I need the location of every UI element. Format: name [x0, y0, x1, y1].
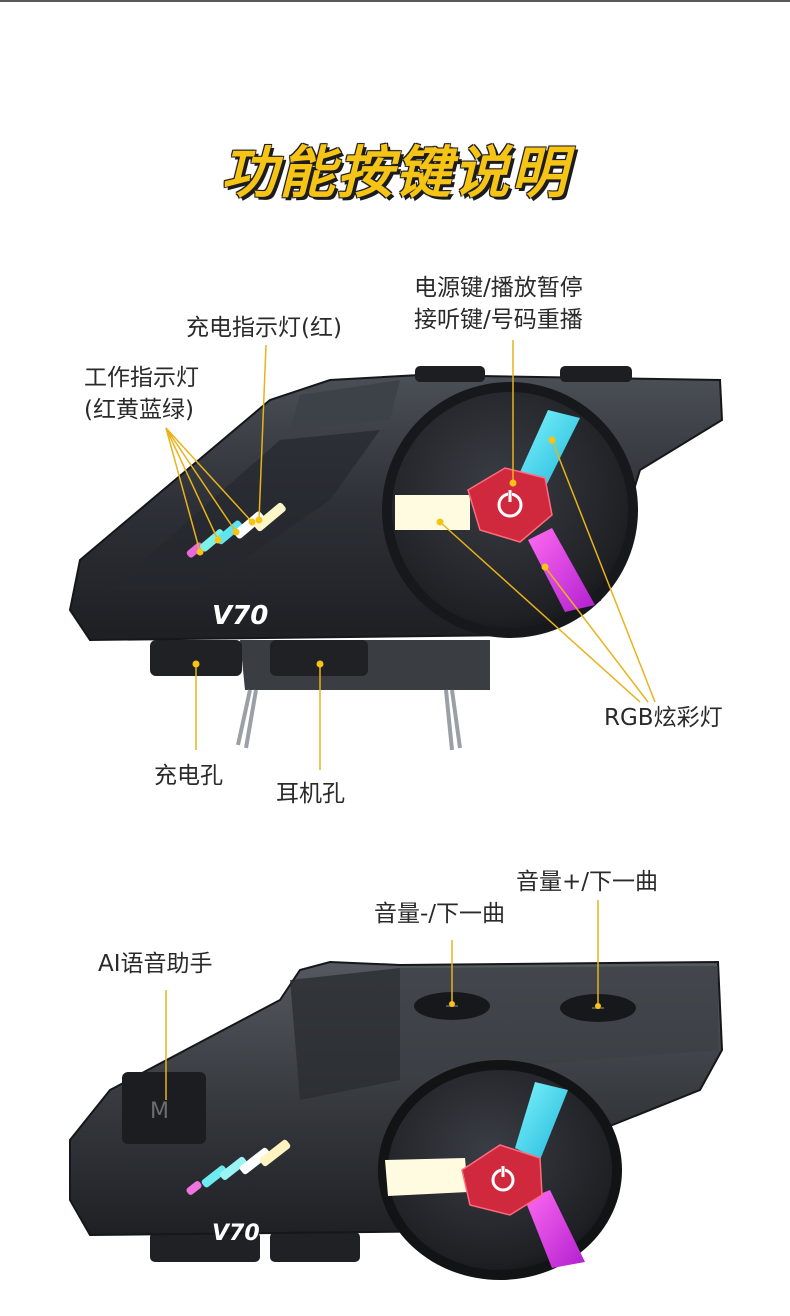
side-indicator-leds: [186, 1139, 291, 1195]
side-power-icon: [491, 1164, 515, 1192]
mount-clip-right: [444, 689, 462, 751]
rgb-light-white: [395, 495, 470, 530]
callout-lines-top: [165, 340, 656, 770]
working-indicator-label-line1: 工作指示灯: [84, 365, 199, 391]
top-button-right[interactable]: [560, 366, 632, 382]
side-rgb-cyan: [515, 1082, 568, 1160]
power-icon: [497, 488, 523, 518]
earphone-port-label: 耳机孔: [276, 781, 345, 807]
rgb-light-cyan: [520, 410, 580, 488]
ai-assistant-label: AI语音助手: [98, 951, 213, 977]
side-rgb-white: [385, 1158, 468, 1196]
callout-lines-side: [165, 900, 599, 1100]
volume-up-label: 音量+/下一曲: [516, 869, 659, 895]
page-title: 功能按键说明: [221, 141, 569, 206]
top-button-left[interactable]: [415, 366, 485, 382]
body-panel: [110, 430, 380, 590]
side-power-button[interactable]: [461, 1144, 543, 1216]
rgb-light-magenta: [528, 528, 595, 612]
side-rgb-magenta: [525, 1190, 585, 1268]
side-brand-logo: V70: [212, 1221, 260, 1246]
device-brand-logo: V70: [212, 601, 268, 631]
m-button-label: M: [150, 1099, 169, 1124]
charging-port: [150, 640, 242, 676]
rgb-light-label: RGB炫彩灯: [604, 705, 723, 731]
callout-dots-side: [449, 1001, 601, 1009]
m-button[interactable]: [122, 1072, 206, 1144]
earphone-port: [270, 640, 368, 676]
power-label-line2: 接听键/号码重播: [414, 307, 583, 333]
callout-dots-top: [192, 436, 556, 668]
power-button[interactable]: [467, 467, 553, 543]
charging-port-label: 充电孔: [154, 763, 223, 789]
body-ridge: [290, 380, 400, 430]
working-indicator-label-line2: (红黄蓝绿): [84, 397, 194, 423]
power-label-line1: 电源键/播放暂停: [414, 275, 583, 301]
charging-indicator-label: 充电指示灯(红): [186, 315, 342, 341]
device-side-view: M V70: [69, 960, 724, 1280]
mount-clip-left: [236, 689, 258, 749]
volume-down-label: 音量-/下一曲: [374, 901, 506, 927]
top-divider-line: [0, 0, 790, 2]
